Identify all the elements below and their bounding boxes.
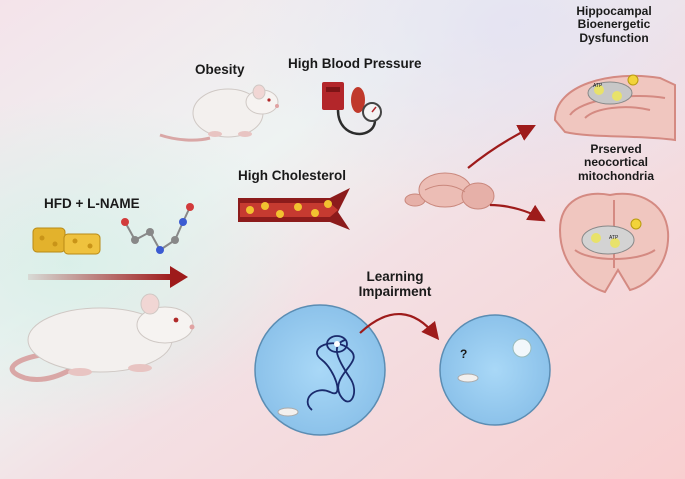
hippocampal-label: Hippocampal Bioenergetic Dysfunction xyxy=(562,4,666,45)
hippocampal-line-2: Bioenergetic xyxy=(577,17,651,32)
hfd-l-name-label: HFD + L-NAME xyxy=(44,196,140,211)
blood-pressure-cuff-icon xyxy=(322,82,382,136)
learning-impairment-line-2: Impairment xyxy=(358,284,432,300)
arrow-to-neocortex xyxy=(489,203,546,222)
maze-question-mark: ? xyxy=(460,347,468,361)
hippocampal-line-1: Hippocampal xyxy=(576,4,652,18)
high-blood-pressure-label: High Blood Pressure xyxy=(288,56,422,71)
l-name-molecule-icon xyxy=(121,203,194,254)
treatment-arrow xyxy=(28,266,188,288)
learning-impairment-label: Learning Impairment xyxy=(345,269,445,299)
brain-sagittal-section-icon xyxy=(553,74,676,142)
high-cholesterol-label: High Cholesterol xyxy=(238,168,347,183)
preserved-line-3: mitochondria xyxy=(577,168,654,183)
preserved-label: Prserved neocortical mitochondria xyxy=(568,142,664,183)
hippocampal-line-3: Dysfunction xyxy=(579,30,649,45)
arrow-to-hippocampus xyxy=(467,125,536,169)
rat-icon xyxy=(159,84,279,142)
food-pellet-icon xyxy=(32,227,101,255)
preserved-line-2: neocortical xyxy=(583,155,649,170)
preserved-line-1: Prserved xyxy=(590,142,642,156)
water-maze-icon xyxy=(254,304,386,436)
obesity-label: Obesity xyxy=(195,62,245,77)
artery-with-cholesterol-icon xyxy=(238,188,350,230)
water-maze-icon xyxy=(439,314,551,426)
atp-label-2: ATP xyxy=(609,235,619,241)
learning-impairment-line-1: Learning xyxy=(366,269,424,284)
maze-arrow xyxy=(359,313,440,341)
rat-brain-icon xyxy=(404,172,495,210)
rat-icon xyxy=(9,293,195,383)
brain-coronal-section-icon xyxy=(558,192,670,294)
atp-label: ATP xyxy=(593,83,603,89)
